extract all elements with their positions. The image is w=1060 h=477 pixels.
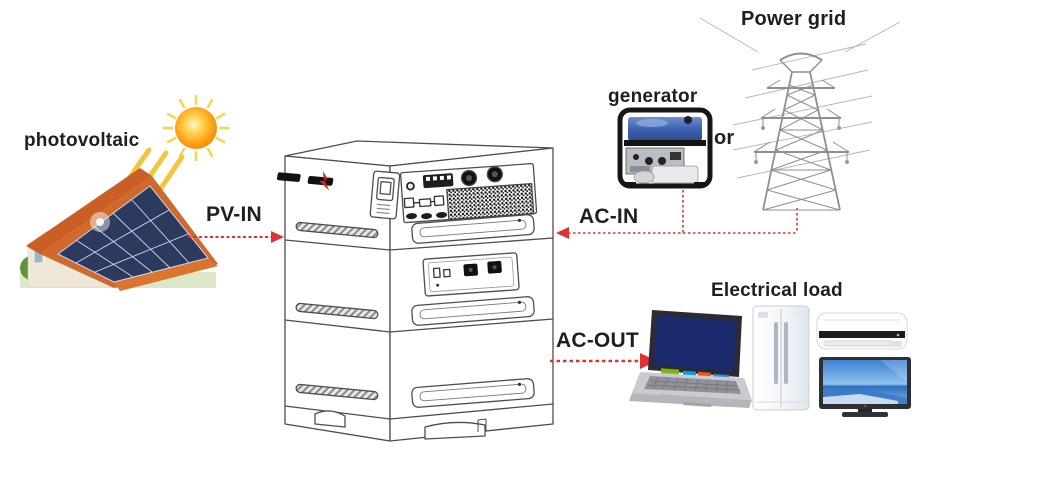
generator-label: generator — [608, 86, 698, 107]
ac-out-arrow — [550, 353, 657, 369]
pv-in-arrow — [188, 231, 284, 243]
left-handle-slots — [295, 221, 379, 401]
electrical-load-label: Electrical load — [711, 280, 843, 301]
sun-icon — [162, 94, 230, 162]
front-handle-recesses — [411, 214, 535, 408]
power-tower-icon — [699, 17, 901, 211]
ac-out-label: AC-OUT — [556, 329, 639, 352]
battery-inverter-unit-icon — [276, 140, 554, 442]
display-panel — [369, 170, 401, 220]
fridge-icon — [752, 305, 810, 411]
battery-connector-panel — [422, 252, 520, 297]
generator-icon — [617, 107, 713, 189]
tv-icon — [819, 357, 911, 417]
power-grid-label: Power grid — [741, 8, 847, 30]
laptop-icon — [629, 310, 752, 408]
photovoltaic-label: photovoltaic — [24, 130, 140, 151]
ac-in-label: AC-IN — [579, 205, 639, 228]
inverter-connector-panel — [399, 163, 538, 224]
brand-logo — [276, 171, 334, 191]
ac-in-arrow — [556, 185, 798, 239]
pv-in-label: PV-IN — [206, 203, 262, 226]
air-conditioner-icon — [816, 312, 908, 350]
solar-house-icon — [20, 168, 218, 291]
or-label: or — [714, 127, 735, 149]
